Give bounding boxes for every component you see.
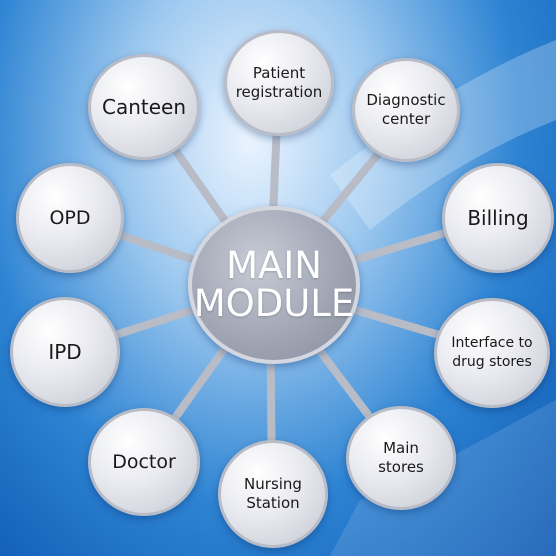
- main-module-node: MAIN MODULE: [188, 206, 360, 364]
- node-label: OPD: [49, 207, 91, 229]
- main-module-label: MAIN MODULE: [193, 244, 355, 325]
- node-nursing-station[interactable]: Nursing Station: [218, 440, 328, 548]
- node-diagnostic-center[interactable]: Diagnostic center: [352, 58, 460, 162]
- node-canteen[interactable]: Canteen: [88, 54, 200, 160]
- node-label: Patient registration: [235, 64, 323, 101]
- node-label: Canteen: [101, 95, 187, 119]
- node-label: Billing: [467, 206, 529, 230]
- node-label: Main stores: [378, 439, 424, 476]
- node-main-stores[interactable]: Main stores: [346, 406, 456, 510]
- node-label: Interface to drug stores: [451, 335, 533, 370]
- node-label: Doctor: [112, 451, 176, 473]
- node-label: IPD: [48, 340, 82, 364]
- node-patient-registration[interactable]: Patient registration: [224, 30, 334, 136]
- node-drug-stores[interactable]: Interface to drug stores: [434, 298, 550, 408]
- node-label: Diagnostic center: [366, 91, 446, 128]
- node-label: Nursing Station: [244, 475, 302, 512]
- node-ipd[interactable]: IPD: [10, 297, 120, 407]
- node-doctor[interactable]: Doctor: [88, 408, 200, 516]
- node-billing[interactable]: Billing: [442, 163, 554, 273]
- node-opd[interactable]: OPD: [16, 163, 124, 273]
